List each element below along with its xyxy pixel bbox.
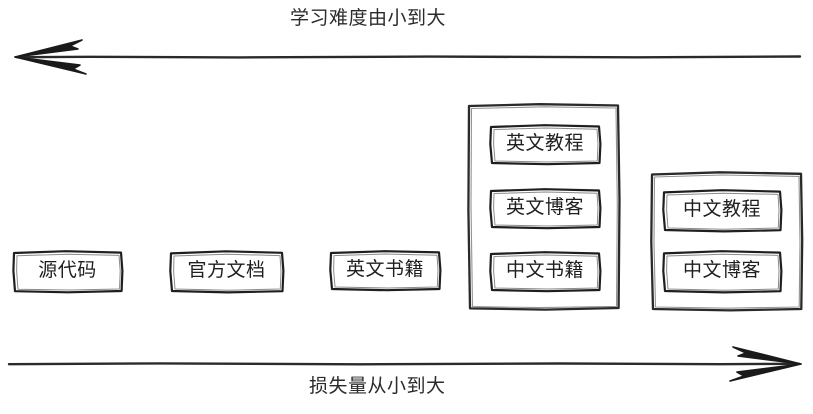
node-box-english-books[interactable] — [329, 250, 442, 292]
node-box-source-code[interactable] — [12, 250, 124, 294]
node-box-official-docs[interactable] — [169, 250, 285, 294]
node-label-english-books: 英文书籍 — [345, 259, 424, 280]
node-label-source-code: 源代码 — [38, 260, 97, 281]
loss-axis-label: 损失量从小到大 — [309, 376, 446, 397]
node-label-chinese-tutorial: 中文教程 — [682, 199, 761, 220]
node-box-chinese-books[interactable] — [489, 251, 602, 293]
group-chinese-group[interactable] — [650, 171, 804, 312]
loss-axis — [7, 346, 802, 382]
node-box-english-blog[interactable] — [489, 188, 602, 230]
group-english-group[interactable] — [467, 103, 621, 311]
node-label-english-tutorial: 英文教程 — [505, 133, 584, 154]
node-label-chinese-blog: 中文博客 — [682, 260, 761, 281]
node-label-english-blog: 英文博客 — [505, 197, 584, 218]
node-box-chinese-tutorial[interactable] — [662, 189, 783, 233]
node-label-official-docs: 官方文档 — [187, 260, 266, 281]
difficulty-axis-label: 学习难度由小到大 — [290, 8, 447, 29]
node-box-chinese-blog[interactable] — [662, 250, 783, 294]
difficulty-axis — [14, 39, 802, 75]
node-box-english-tutorial[interactable] — [489, 124, 602, 166]
node-label-chinese-books: 中文书籍 — [505, 260, 584, 281]
